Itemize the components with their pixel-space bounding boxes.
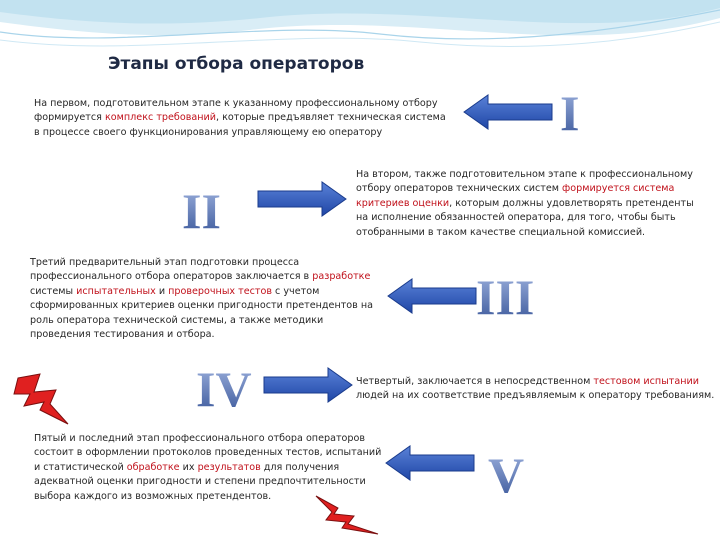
- stage-2-text: На втором, также подготовительном этапе …: [356, 168, 700, 240]
- stage-3-text: Третий предварительный этап подготовки п…: [30, 256, 382, 342]
- stage-numeral-1: I: [560, 88, 579, 138]
- stage-4-text: Четвертый, заключается в непосредственно…: [356, 375, 720, 404]
- arrow-left-icon: [386, 277, 478, 315]
- text-run: людей на их соответствие предъявляемым к…: [356, 390, 714, 401]
- stage-numeral-3: III: [476, 272, 534, 322]
- arrow-left-icon: [384, 444, 476, 482]
- stage-numeral-2: II: [182, 186, 221, 236]
- text-run: системы: [30, 286, 76, 297]
- text-run: и: [156, 286, 168, 297]
- highlighted-term: комплекс требований: [105, 112, 216, 123]
- text-run: Четвертый, заключается в непосредственно…: [356, 376, 593, 387]
- text-run: Третий предварительный этап подготовки п…: [30, 257, 312, 282]
- highlighted-term: обработке: [127, 462, 180, 473]
- arrow-right-icon: [256, 180, 348, 218]
- highlighted-term: разработке: [312, 271, 370, 282]
- highlighted-term: тестовом испытании: [593, 376, 699, 387]
- stage-numeral-4: IV: [196, 364, 252, 414]
- arrow-right-icon: [262, 366, 354, 404]
- lightning-bolt-icon: [312, 490, 382, 538]
- stage-numeral-5: V: [488, 450, 524, 500]
- highlighted-term: результатов: [198, 462, 261, 473]
- lightning-bolt-icon: [10, 372, 72, 430]
- page-title: Этапы отбора операторов: [108, 54, 364, 74]
- highlighted-term: проверочных тестов: [168, 286, 272, 297]
- arrow-left-icon: [462, 93, 554, 131]
- stage-1-text: На первом, подготовительном этапе к указ…: [34, 97, 454, 140]
- highlighted-term: испытательных: [76, 286, 156, 297]
- text-run: их: [180, 462, 198, 473]
